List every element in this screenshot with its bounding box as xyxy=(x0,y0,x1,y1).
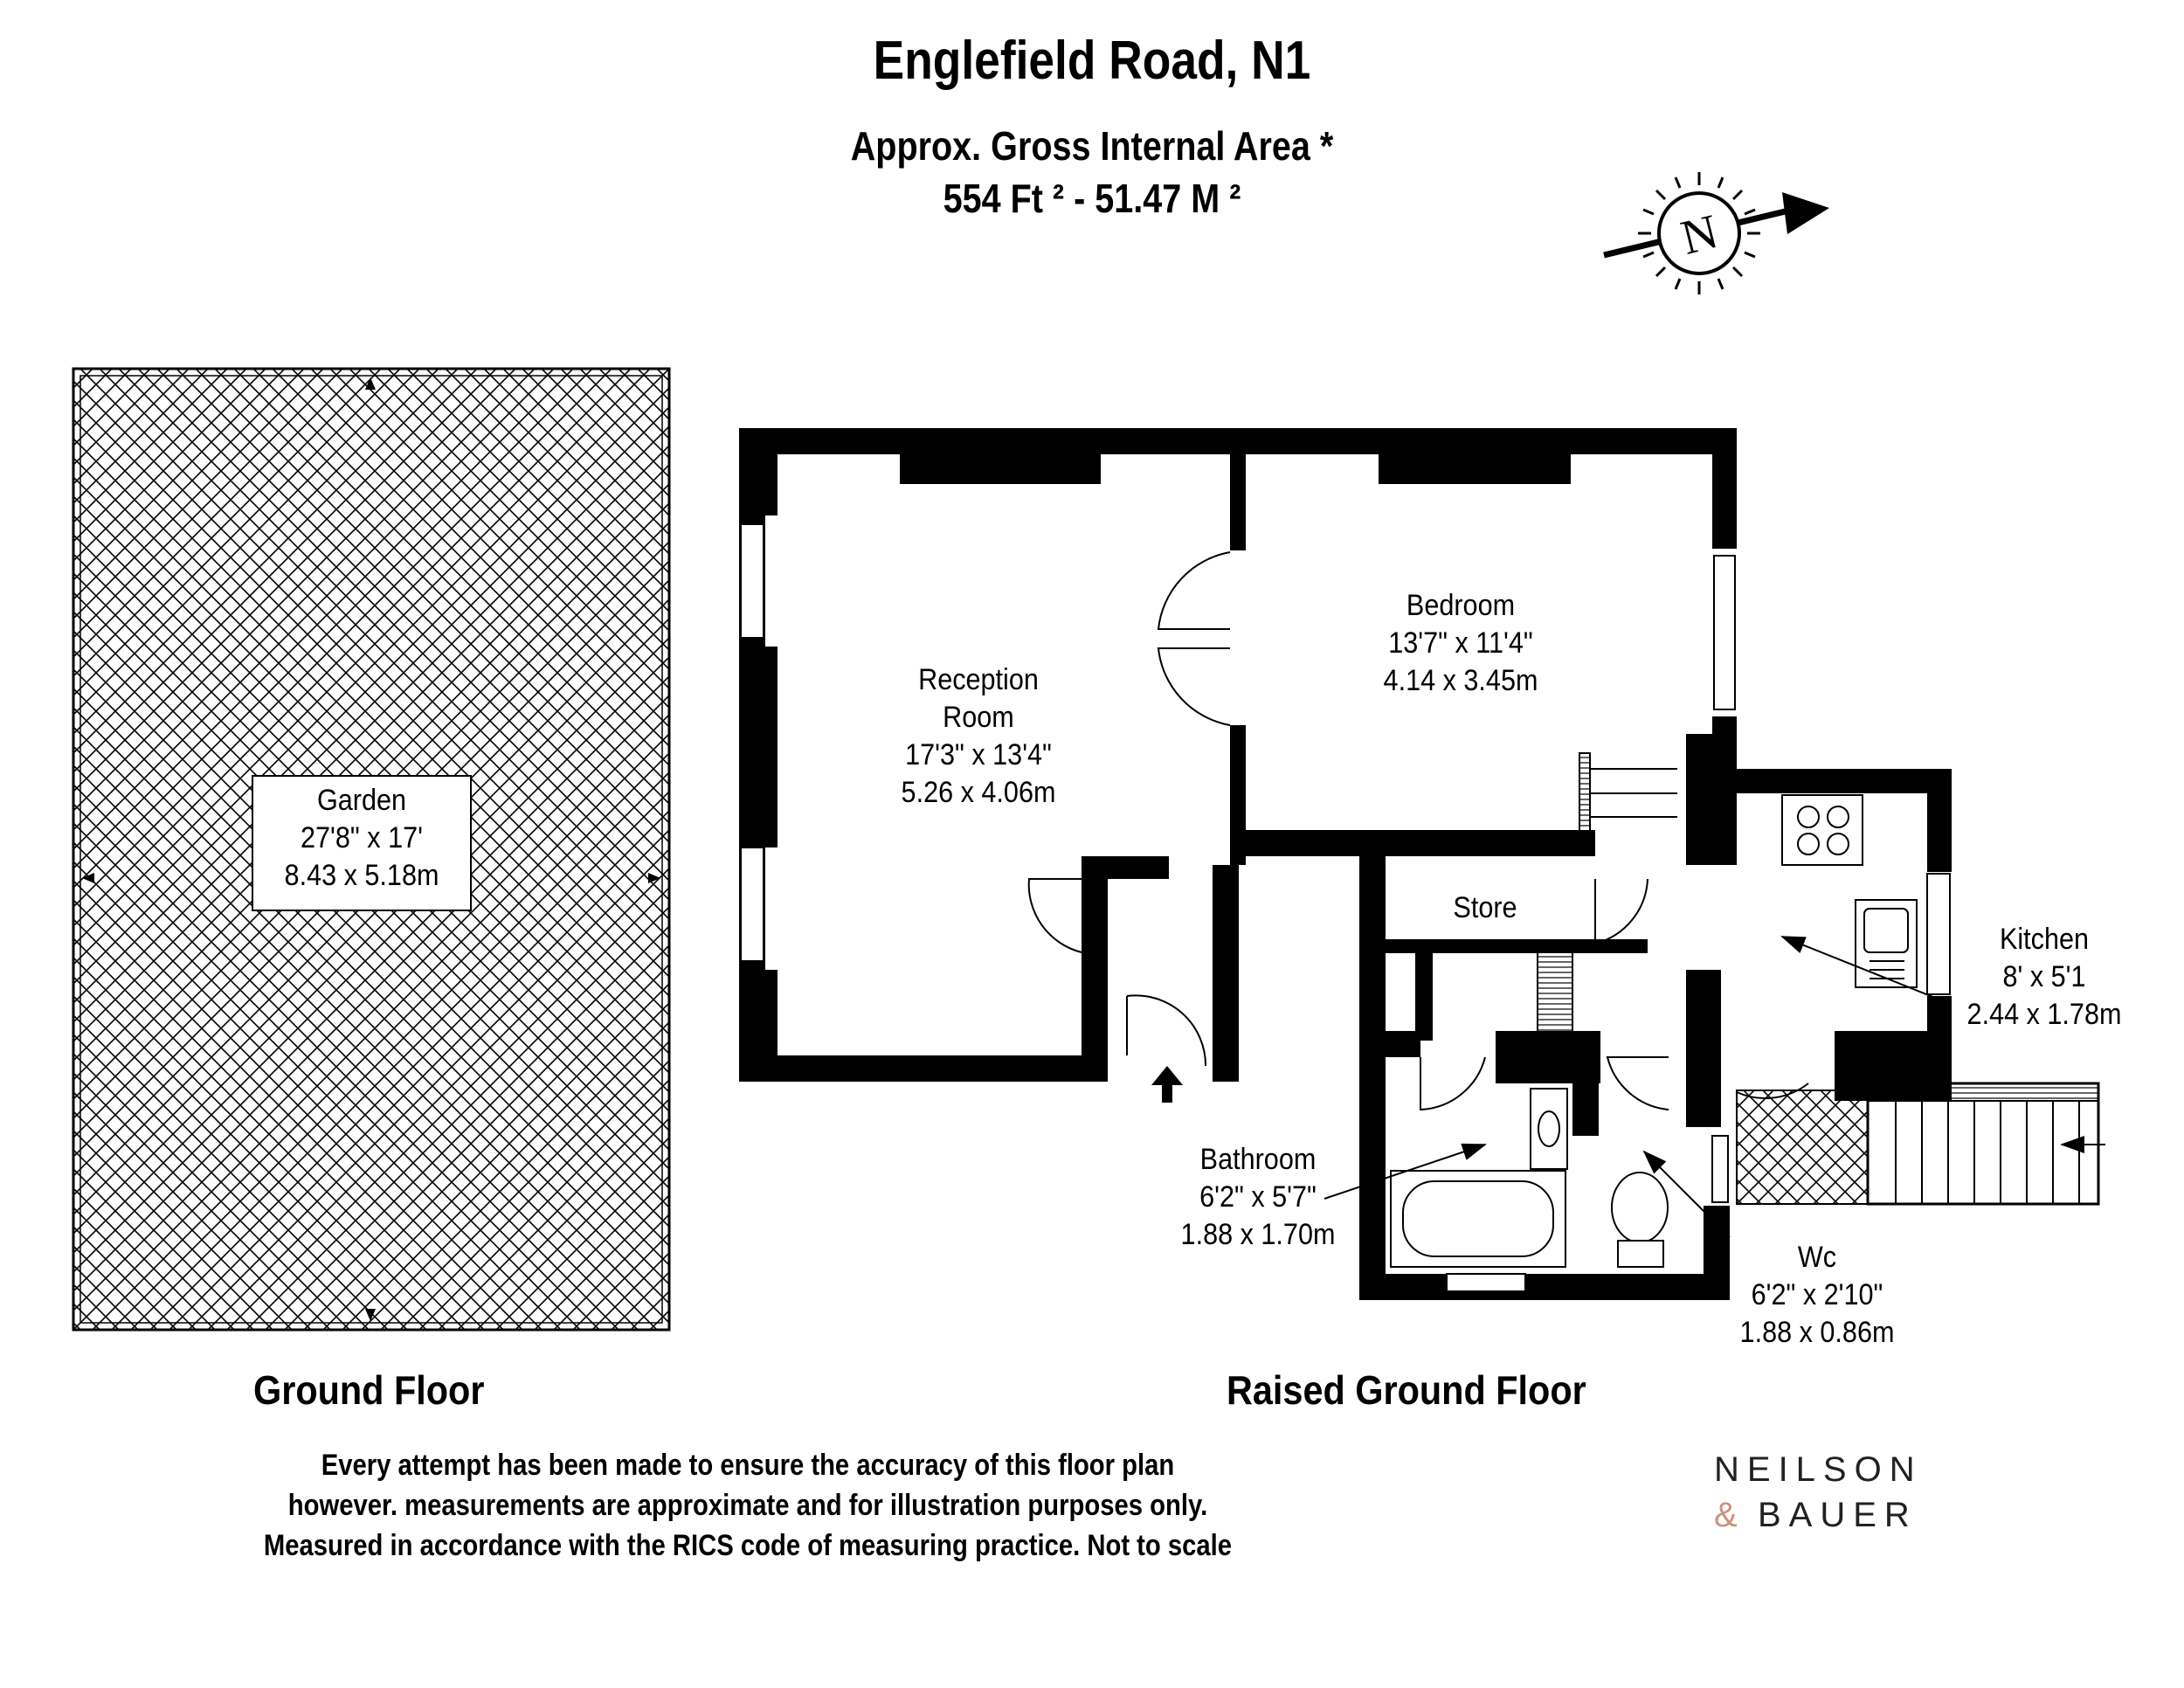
kitchen-imperial: 8' x 5'1 xyxy=(2002,960,2086,993)
garden-imperial: 27'8" x 17' xyxy=(301,821,423,854)
kitchen-metric: 2.44 x 1.78m xyxy=(1966,998,2122,1031)
garden-name: Garden xyxy=(316,784,407,817)
bedroom-metric: 4.14 x 3.45m xyxy=(1383,664,1538,697)
raised-ground-floor-label: Raised Ground Floor xyxy=(1227,1367,1586,1413)
entrance-arrow-icon xyxy=(1151,1066,1183,1103)
ground-floor-label: Ground Floor xyxy=(253,1367,485,1413)
north-compass-icon xyxy=(1603,172,1829,294)
basin-icon xyxy=(1530,1088,1568,1170)
bedroom-imperial: 13'7" x 11'4" xyxy=(1388,626,1533,660)
kitchen-sink-icon xyxy=(1855,899,1918,988)
wc-metric: 1.88 x 0.86m xyxy=(1739,1316,1895,1349)
bathroom-imperial: 6'2" x 5'7" xyxy=(1199,1180,1317,1214)
disclaimer-line-3: Measured in accordance with the RICS cod… xyxy=(263,1529,1233,1562)
garden-label-box xyxy=(252,775,472,911)
brand-logo-line-1: NEILSON xyxy=(1714,1450,1923,1489)
brand-logo-ampersand: & xyxy=(1714,1496,1745,1534)
dimension-pointers xyxy=(1324,936,1949,1238)
garden-metric: 8.43 x 5.18m xyxy=(284,859,439,892)
bedroom-name: Bedroom xyxy=(1406,589,1516,622)
doors xyxy=(1027,551,1809,1111)
disclaimer-line-1: Every attempt has been made to ensure th… xyxy=(321,1449,1175,1482)
reception-metric: 5.26 x 4.06m xyxy=(901,776,1056,809)
reception-imperial: 17'3" x 13'4" xyxy=(905,738,1052,771)
bathroom-name: Bathroom xyxy=(1199,1143,1317,1176)
area-value: 554 Ft ² - 51.47 M ² xyxy=(943,176,1241,221)
entrance-terrace xyxy=(1736,1082,2105,1206)
wc-imperial: 6'2" x 2'10" xyxy=(1751,1278,1883,1311)
kitchen-hob-icon xyxy=(1781,794,1863,866)
kitchen-name: Kitchen xyxy=(1999,923,2090,956)
disclaimer-line-2: however. measurements are approximate an… xyxy=(287,1489,1208,1522)
windows xyxy=(740,523,1951,1292)
reception-name-line1: Reception xyxy=(918,663,1039,696)
stairs xyxy=(1537,752,1677,1041)
plan-title: Englefield Road, N1 xyxy=(873,31,1311,91)
bathtub-icon xyxy=(1390,1170,1566,1268)
store-name: Store xyxy=(1453,891,1517,924)
area-label: Approx. Gross Internal Area * xyxy=(850,123,1334,169)
reception-name-line2: Room xyxy=(943,701,1014,734)
bathroom-metric: 1.88 x 1.70m xyxy=(1180,1218,1336,1251)
toilet-icon xyxy=(1611,1172,1669,1268)
wc-name: Wc xyxy=(1797,1241,1837,1274)
brand-logo-line-2: BAUER xyxy=(1758,1496,1918,1534)
